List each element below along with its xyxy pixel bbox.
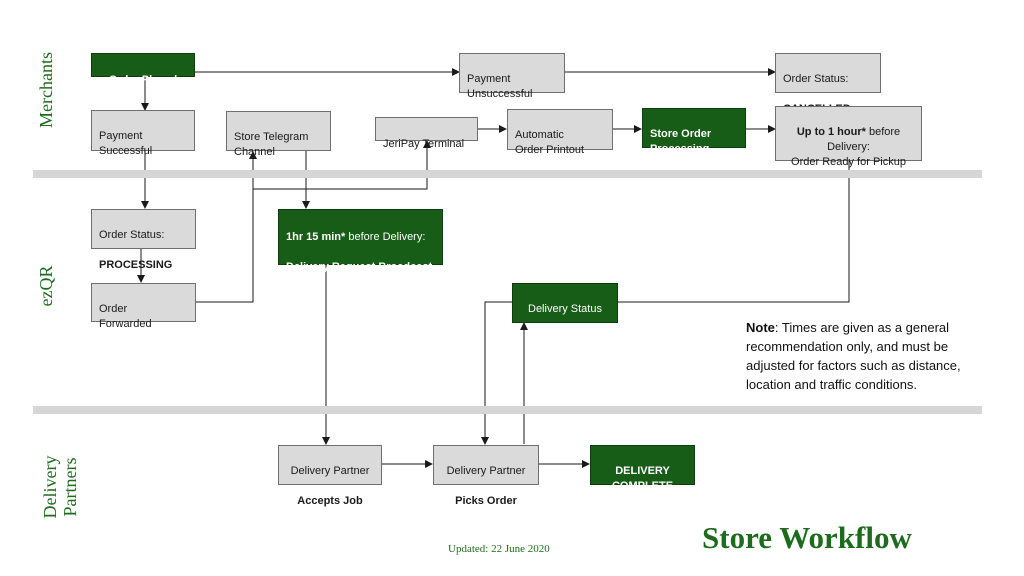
page-title: Store Workflow xyxy=(702,520,912,555)
node-store-telegram-channel: Store Telegram Channel xyxy=(226,111,331,158)
node-store-telegram-label: Store Telegram Channel xyxy=(234,131,309,158)
node-jeripay-label: JeriPay Terminal xyxy=(383,138,465,150)
line-ready-to-monitoring xyxy=(618,161,850,303)
node-ready-for-pickup: Up to 1 hour* before Delivery: Order Rea… xyxy=(775,106,922,168)
node-order-forwarded-label: Order Forwarded xyxy=(99,303,152,330)
lane-label-delivery-partners: Delivery Partners xyxy=(40,455,80,519)
node-order-placed: Order Placed xyxy=(91,53,195,86)
node-broadcast-bold: 1hr 15 min* xyxy=(286,231,346,243)
node-broadcast-line2: Delivery Request Broadcast xyxy=(286,261,433,273)
lane-label-merchants: Merchants xyxy=(36,52,56,128)
node-payment-unsuccessful: Payment Unsuccessful xyxy=(459,53,565,100)
node-delivery-complete-label: DELIVERY COMPLETE xyxy=(611,465,674,492)
updated-date: Updated: 22 June 2020 xyxy=(448,543,550,555)
node-jeripay-terminal: JeriPay Terminal xyxy=(375,117,478,150)
node-ready-bold: Up to 1 hour* xyxy=(796,126,866,138)
node-store-order-processing-label: Store Order Processing xyxy=(650,128,712,155)
node-order-status-cancelled: Order Status: CANCELLED xyxy=(775,53,881,115)
node-automatic-order-printout: Automatic Order Printout xyxy=(507,109,613,156)
node-order-forwarded: Order Forwarded xyxy=(91,283,196,330)
node-payment-successful: Payment Successful xyxy=(91,110,195,157)
node-delivery-status-monitoring: Delivery Status Monitoring xyxy=(512,283,618,345)
note-text: Note: Times are given as a general recom… xyxy=(746,318,996,394)
node-payment-successful-label: Payment Successful xyxy=(99,130,153,157)
arrow-hub-to-jeripay xyxy=(253,140,431,190)
node-accepts-line1: Delivery Partner xyxy=(290,465,370,477)
node-broadcast-rest: before Delivery: xyxy=(345,231,426,243)
node-picks-line1: Delivery Partner xyxy=(446,465,526,477)
node-order-placed-label: Order Placed xyxy=(108,74,178,86)
node-printout-label: Automatic Order Printout xyxy=(515,129,585,156)
node-partner-picks-order: Delivery Partner Picks Order xyxy=(433,445,539,507)
line-order-forwarded-to-hub xyxy=(196,189,254,303)
node-cancelled-line1: Order Status: xyxy=(783,73,849,85)
node-processing-line1: Order Status: xyxy=(99,229,165,241)
node-picks-line2: Picks Order xyxy=(455,495,517,507)
node-order-status-processing: Order Status: PROCESSING xyxy=(91,209,196,271)
note-body: : Times are given as a general recommend… xyxy=(746,320,961,392)
arrow-monitoring-to-picks-order xyxy=(481,301,512,445)
lane-divider-bottom xyxy=(33,406,982,414)
node-store-order-processing: Store Order Processing xyxy=(642,108,746,155)
node-delivery-complete: DELIVERY COMPLETE xyxy=(590,445,695,492)
lane-label-ezqr: ezQR xyxy=(36,265,56,307)
lane-divider-top xyxy=(33,170,982,178)
node-partner-accepts-job: Delivery Partner Accepts Job xyxy=(278,445,382,507)
node-monitoring-line1: Delivery Status xyxy=(528,303,602,315)
node-ready-rest: before Delivery: Order Ready for Pickup xyxy=(791,126,906,168)
note-label: Note xyxy=(746,320,775,335)
node-delivery-request-broadcast: 1hr 15 min* before Delivery: Delivery Re… xyxy=(278,209,443,273)
node-accepts-line2: Accepts Job xyxy=(297,495,363,507)
node-processing-status: PROCESSING xyxy=(99,259,173,271)
node-payment-unsuccessful-label: Payment Unsuccessful xyxy=(467,73,533,100)
node-monitoring-line2: Monitoring xyxy=(536,333,594,345)
